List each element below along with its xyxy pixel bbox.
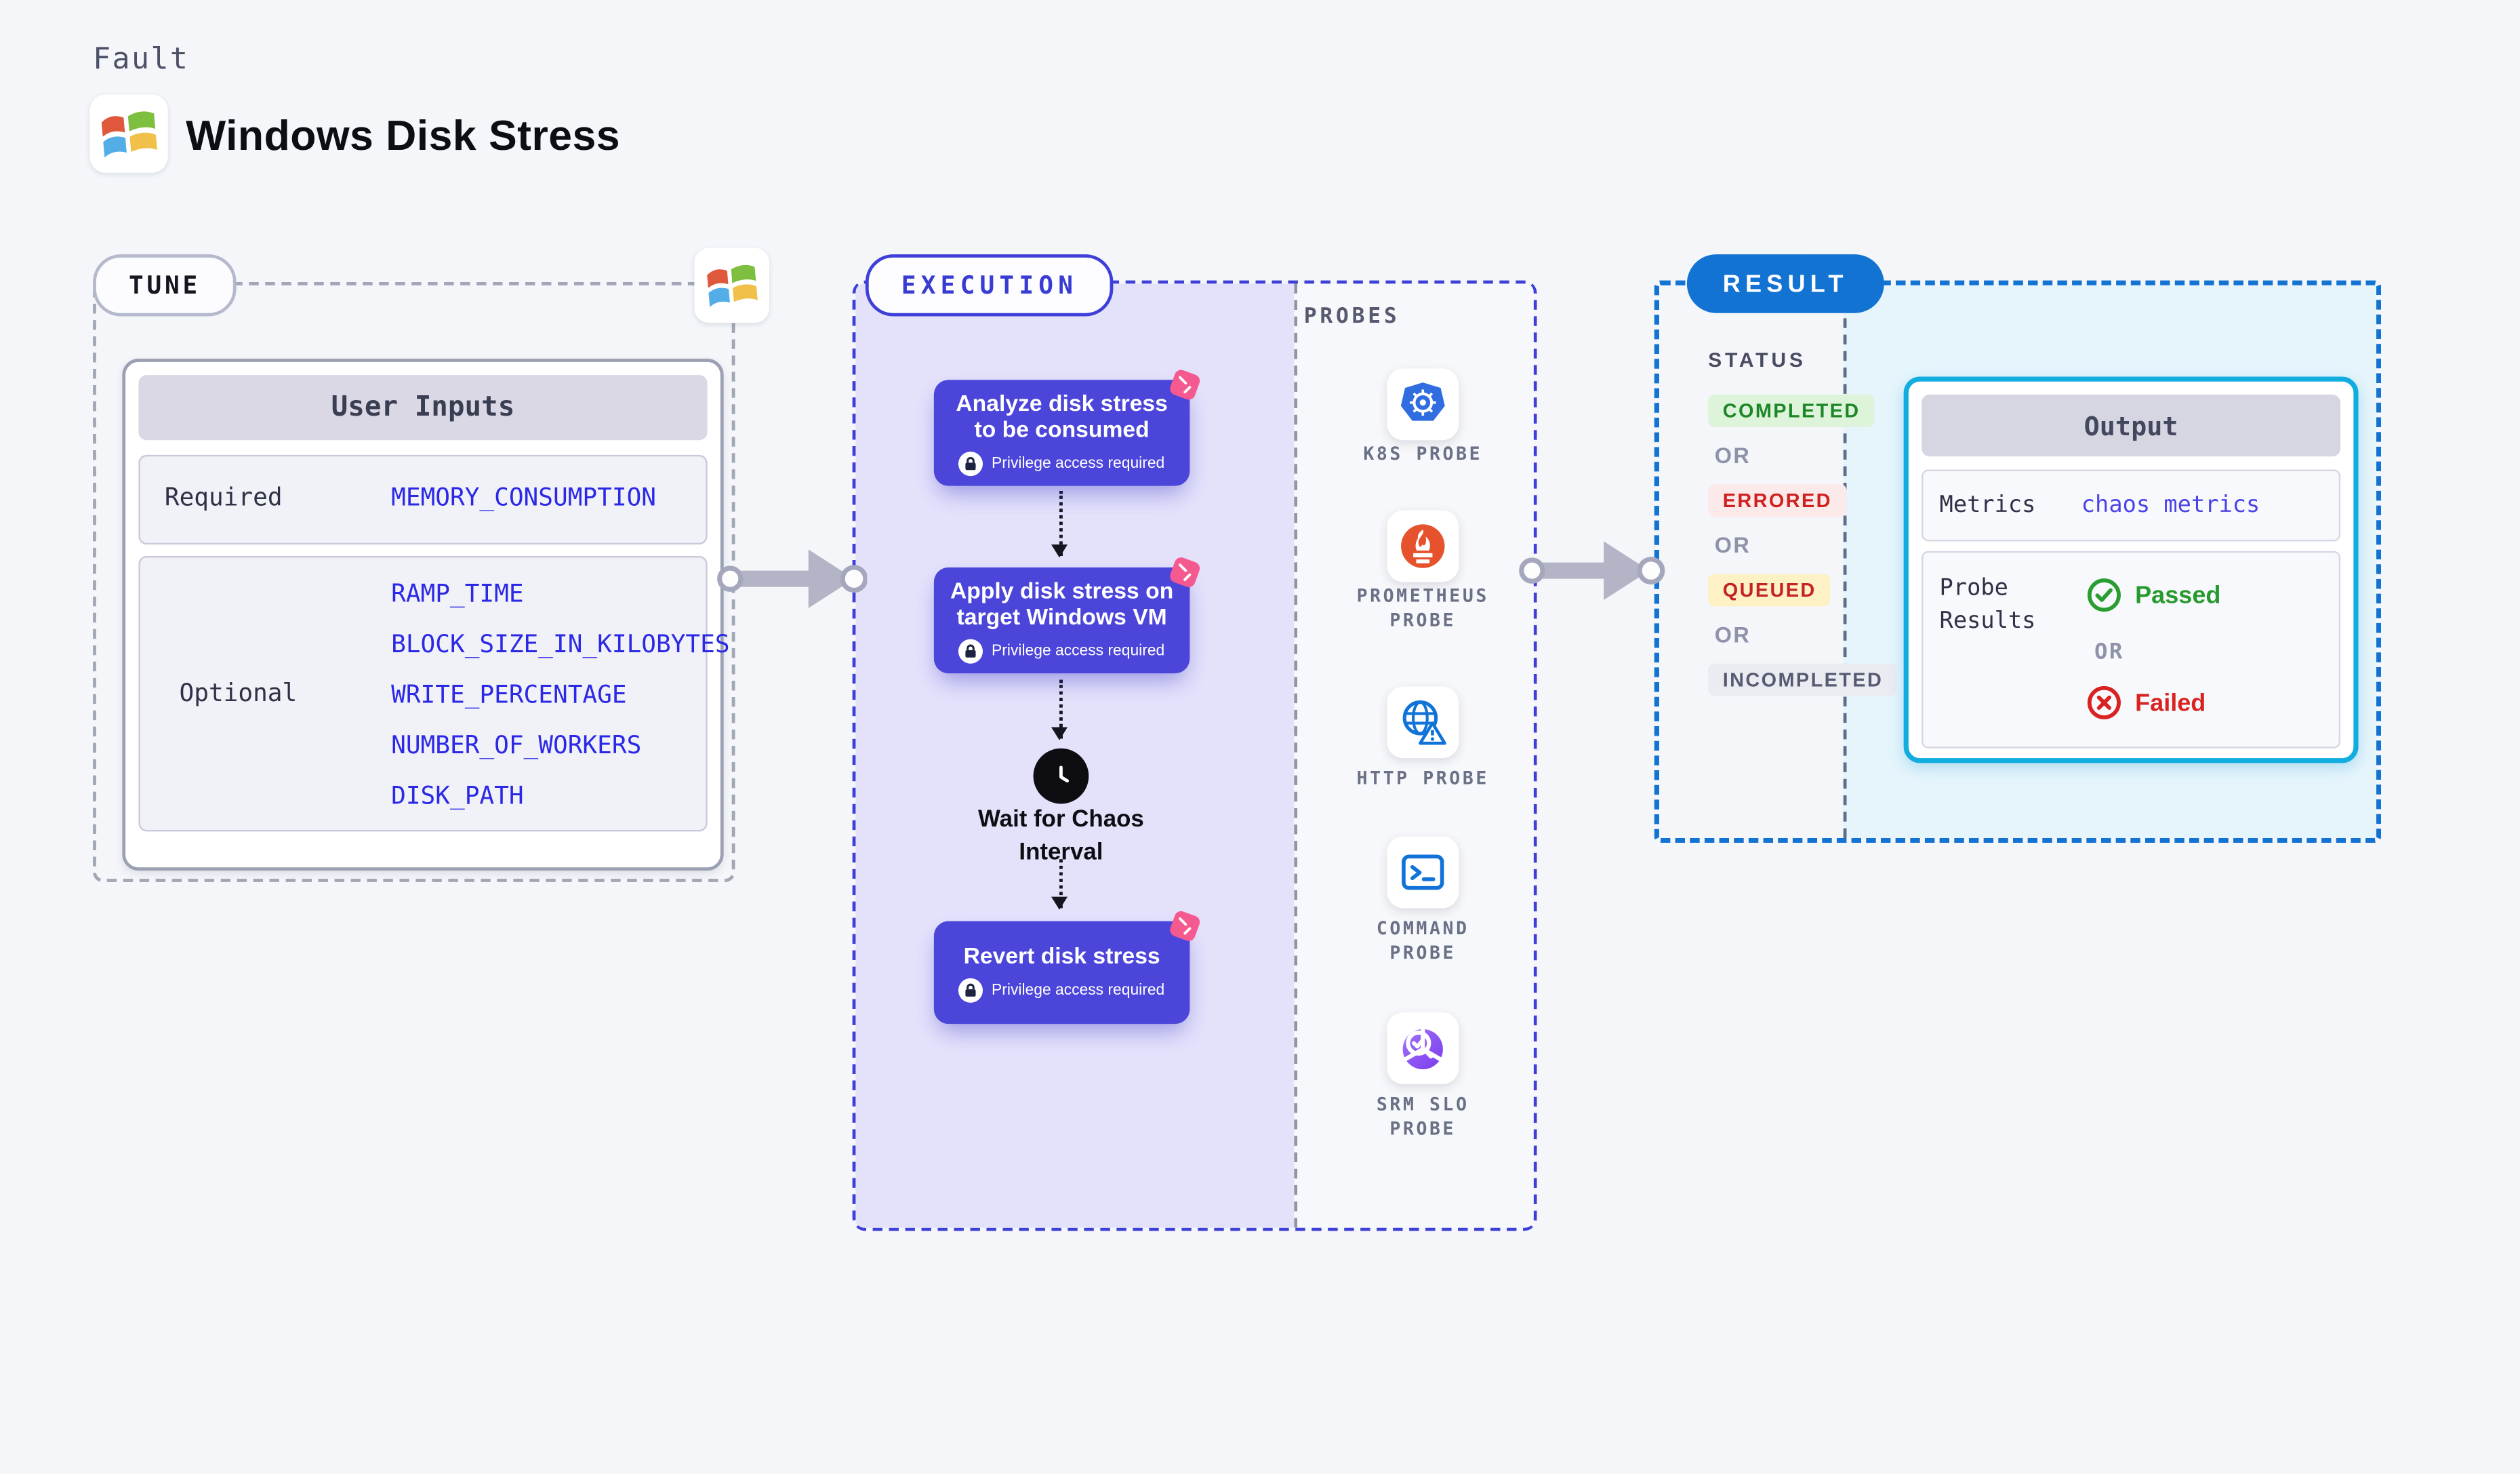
metrics-row: Metrics chaos metrics [1922, 469, 2341, 542]
dotted-arrow-icon [1051, 859, 1068, 910]
lock-icon [958, 978, 984, 1003]
probe-label-command: COMMAND PROBE [1376, 917, 1469, 963]
optional-value: RAMP_TIME [391, 578, 524, 607]
arrow-right-connector [1519, 541, 1665, 600]
output-table: Output Metrics chaos metrics Probe Resul… [1903, 376, 2359, 763]
metrics-value: chaos metrics [2081, 492, 2260, 519]
dotted-arrow-icon [1051, 490, 1068, 558]
privilege-note: Privilege access required [992, 981, 1165, 1000]
status-badge-errored: ERRORED [1708, 484, 1847, 517]
clock-icon [1033, 748, 1089, 804]
fault-eyebrow: Fault [93, 42, 190, 77]
probe-results-row: Probe Results Passed OR Failed [1922, 551, 2341, 749]
optional-value: NUMBER_OF_WORKERS [391, 730, 642, 759]
or-separator: OR [1714, 533, 1751, 558]
probe-label-srm-slo: SRM SLO PROBE [1376, 1094, 1469, 1140]
probes-heading: PROBES [1303, 304, 1400, 330]
dotted-arrow-icon [1051, 679, 1068, 740]
step-card-revert: Revert disk stress Privilege access requ… [933, 911, 1200, 1024]
status-column: STATUS COMPLETED OR ERRORED OR QUEUED OR… [1708, 349, 1898, 696]
privilege-note: Privilege access required [992, 455, 1165, 473]
probe-card-prometheus [1387, 510, 1459, 582]
step-title: Revert disk stress [963, 942, 1160, 969]
windows-logo-small-icon [694, 247, 769, 323]
check-circle-icon [2087, 578, 2121, 612]
probe-results-label: Probe Results [1939, 575, 2036, 634]
optional-row: Optional RAMP_TIME BLOCK_SIZE_IN_KILOBYT… [138, 555, 730, 832]
result-badge: RESULT [1686, 254, 1884, 313]
probe-card-srm-slo [1387, 1012, 1459, 1085]
step-title: Analyze disk stress to be consumed [956, 389, 1168, 442]
optional-value: BLOCK_SIZE_IN_KILOBYTES [391, 628, 730, 658]
user-inputs-table: User Inputs Required MEMORY_CONSUMPTION … [122, 359, 730, 871]
status-badge-incompleted: INCOMPLETED [1708, 663, 1898, 696]
pink-chaos-icon [1170, 911, 1200, 941]
optional-label: Optional [179, 678, 298, 708]
optional-value: WRITE_PERCENTAGE [391, 679, 627, 709]
user-inputs-header: User Inputs [138, 375, 708, 441]
probe-card-k8s [1387, 368, 1459, 441]
probe-label-k8s: K8S PROBE [1363, 443, 1483, 465]
tune-badge: TUNE [93, 254, 237, 317]
or-separator: OR [1714, 443, 1751, 469]
kubernetes-icon [1400, 382, 1445, 421]
step-card-apply: Apply disk stress on target Windows VM P… [933, 557, 1200, 674]
required-label: Required [164, 482, 283, 513]
or-separator: OR [2094, 639, 2124, 666]
passed-label: Passed [2135, 581, 2221, 610]
probe-card-command [1387, 836, 1459, 909]
step-card-analyze: Analyze disk stress to be consumed Privi… [933, 370, 1200, 486]
page-title: Windows Disk Stress [186, 111, 621, 160]
or-separator: OR [1714, 622, 1751, 648]
windows-logo-icon [89, 94, 168, 173]
status-badge-completed: COMPLETED [1708, 394, 1875, 428]
required-value: MEMORY_CONSUMPTION [391, 482, 657, 513]
pink-chaos-icon [1170, 370, 1200, 400]
srm-slo-icon [1402, 1028, 1443, 1070]
status-badge-queued: QUEUED [1708, 574, 1831, 607]
arrow-right-connector [717, 549, 868, 608]
status-heading: STATUS [1708, 348, 1806, 372]
prometheus-icon [1401, 524, 1445, 568]
command-terminal-icon [1402, 854, 1444, 890]
x-circle-icon [2087, 685, 2121, 719]
output-header: Output [1922, 394, 2341, 457]
optional-value: DISK_PATH [391, 780, 524, 810]
required-row: Required MEMORY_CONSUMPTION [138, 454, 708, 545]
probe-label-http: HTTP PROBE [1356, 768, 1489, 789]
pink-chaos-icon [1170, 557, 1200, 587]
privilege-note: Privilege access required [992, 642, 1165, 661]
probe-card-http [1387, 686, 1459, 759]
probe-label-prometheus: PROMETHEUS PROBE [1356, 585, 1489, 631]
failed-label: Failed [2135, 688, 2206, 717]
metrics-label: Metrics [1939, 492, 2036, 519]
execution-badge: EXECUTION [865, 254, 1114, 317]
wait-interval-label: Wait for Chaos Interval [978, 807, 1144, 865]
step-title: Apply disk stress on target Windows VM [950, 576, 1174, 630]
lock-icon [958, 639, 984, 664]
lock-icon [958, 452, 984, 477]
http-globe-icon [1402, 700, 1446, 745]
